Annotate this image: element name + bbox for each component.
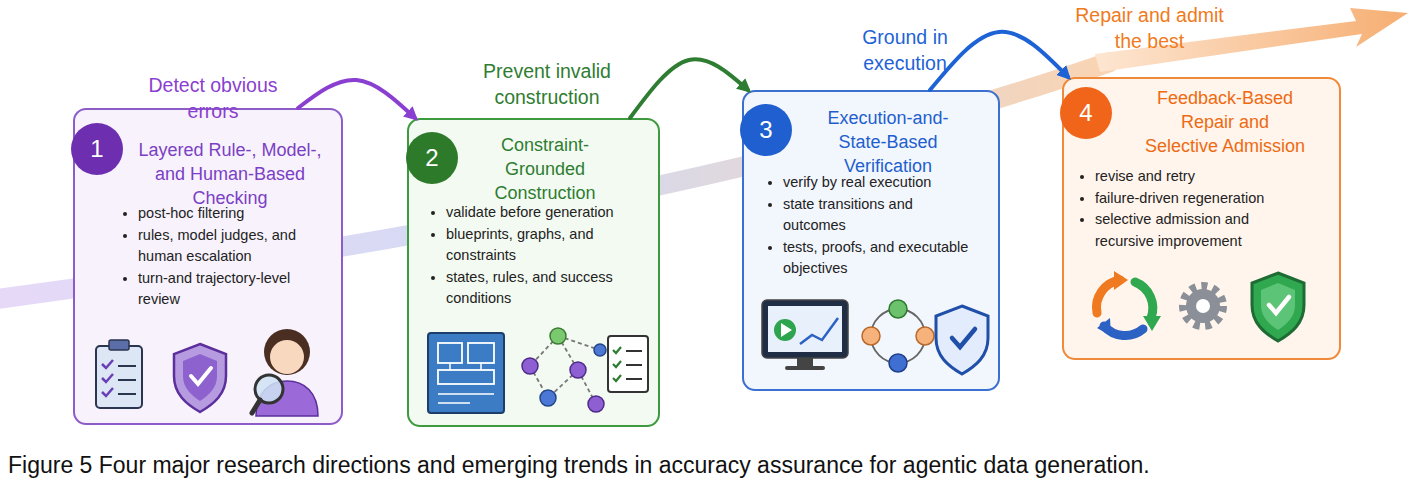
- box-heading: Feedback-Based Repair and Selective Admi…: [1143, 86, 1307, 158]
- stage-label: Prevent invalid construction: [462, 58, 632, 110]
- stage-box: Layered Rule-, Model-, and Human-Based C…: [73, 108, 343, 425]
- circle-fill: [71, 123, 123, 175]
- number-circle: 2: [405, 131, 459, 185]
- stage-arrow: [630, 59, 748, 118]
- number-circle: 3: [739, 103, 793, 157]
- bullet-list: revise and retryfailure-driven regenerat…: [1077, 166, 1307, 252]
- bullet-list: verify by real executionstate transition…: [765, 172, 975, 280]
- bullet-item: state transitions and outcomes: [783, 194, 975, 237]
- stage-box: Execution-and- State-Based Verificationv…: [742, 90, 1000, 391]
- bullet-item: tests, proofs, and executable objectives: [783, 237, 975, 280]
- box-heading: Constraint- Grounded Construction: [480, 133, 610, 205]
- circle-fill: [406, 132, 458, 184]
- bullet-item: selective admission and recursive improv…: [1095, 209, 1307, 252]
- bullet-item: blueprints, graphs, and constraints: [446, 224, 643, 267]
- callout-number: 3: [739, 103, 793, 157]
- callout-number: 2: [405, 131, 459, 185]
- box-heading: Layered Rule-, Model-, and Human-Based C…: [130, 138, 330, 210]
- bullet-list: post-hoc filteringrules, model judges, a…: [120, 203, 318, 311]
- circle-fill: [740, 104, 792, 156]
- bullet-item: revise and retry: [1095, 166, 1307, 188]
- bullet-item: failure-driven regeneration: [1095, 188, 1307, 210]
- bullet-item: verify by real execution: [783, 172, 975, 194]
- bullet-list: validate before generationblueprints, gr…: [428, 202, 643, 310]
- trend-label: Repair and admit the best: [1062, 2, 1237, 54]
- stage-label: Detect obvious errors: [128, 72, 298, 124]
- stage-arrow: [930, 32, 1068, 90]
- box-heading: Execution-and- State-Based Verification: [813, 106, 963, 178]
- bullet-item: rules, model judges, and human escalatio…: [138, 225, 318, 268]
- bullet-item: turn-and trajectory-level review: [138, 268, 318, 311]
- bullet-item: post-hoc filtering: [138, 203, 318, 225]
- stage-box: Feedback-Based Repair and Selective Admi…: [1062, 77, 1341, 360]
- stage-box: Constraint- Grounded Constructionvalidat…: [407, 118, 660, 427]
- bullet-item: states, rules, and success conditions: [446, 267, 643, 310]
- number-circle: 1: [70, 122, 124, 176]
- figure-caption: Figure 5 Four major research directions …: [8, 452, 1150, 479]
- callout-number: 4: [1059, 86, 1113, 140]
- circle-fill: [1060, 87, 1112, 139]
- number-circle: 4: [1059, 86, 1113, 140]
- callout-number: 1: [70, 122, 124, 176]
- stage-label: Ground in execution: [820, 24, 990, 76]
- bullet-item: validate before generation: [446, 202, 643, 224]
